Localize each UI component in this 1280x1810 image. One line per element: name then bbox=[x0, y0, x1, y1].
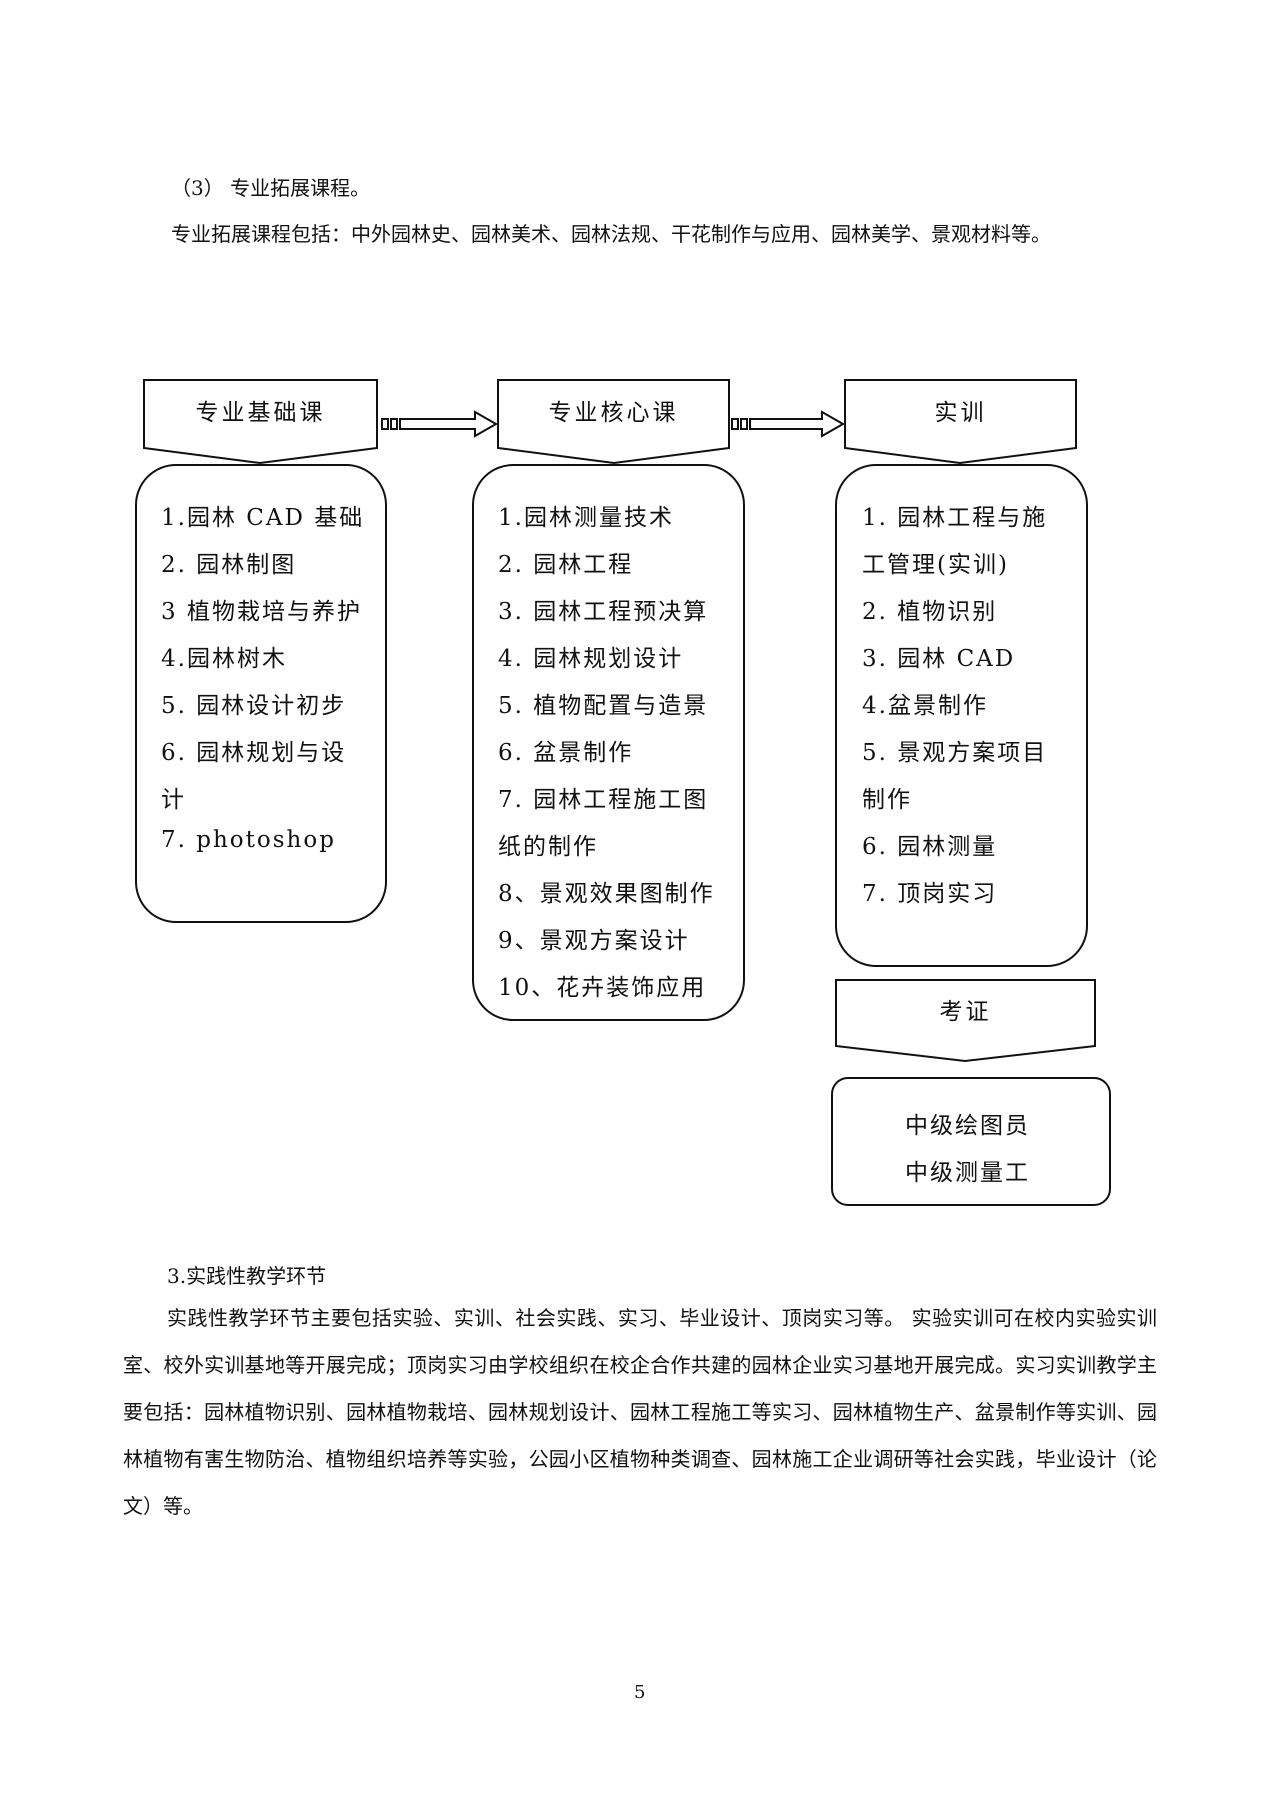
core-item: 2. 园林工程 bbox=[498, 552, 634, 578]
core-item: 1.园林测量技术 bbox=[498, 505, 674, 531]
section-text: 专业拓展课程包括：中外园林史、园林美术、园林法规、干花制作与应用、园林美学、景观… bbox=[171, 222, 1051, 246]
foundation-item: 6. 园林规划与设 bbox=[161, 740, 347, 766]
core-item: 5. 植物配置与造景 bbox=[498, 693, 709, 719]
foundation-item: 2. 园林制图 bbox=[161, 552, 297, 578]
core-header-shape bbox=[497, 379, 730, 465]
training-item: 工管理(实训) bbox=[862, 552, 1009, 578]
core-box bbox=[472, 464, 745, 1021]
core-item: 9、景观方案设计 bbox=[498, 928, 690, 954]
practice-text: 实践性教学环节主要包括实验、实训、社会实践、实习、毕业设计、顶岗实习等。 实验实… bbox=[123, 1306, 1157, 1518]
training-item: 7. 顶岗实习 bbox=[862, 881, 998, 907]
foundation-item: 4.园林树木 bbox=[161, 646, 287, 672]
practice-heading: 3.实践性教学环节 bbox=[167, 1264, 327, 1288]
training-item: 5. 景观方案项目 bbox=[862, 740, 1048, 766]
core-item: 6. 盆景制作 bbox=[498, 740, 634, 766]
core-item: 7. 园林工程施工图 bbox=[498, 787, 709, 813]
core-item: 8、景观效果图制作 bbox=[498, 881, 715, 907]
foundation-item: 1.园林 CAD 基础 bbox=[161, 505, 365, 531]
training-item: 2. 植物识别 bbox=[862, 599, 998, 625]
arrow-1 bbox=[381, 410, 499, 438]
training-item: 1. 园林工程与施 bbox=[862, 505, 1048, 531]
training-title: 实训 bbox=[934, 400, 987, 426]
training-item: 4.盆景制作 bbox=[862, 693, 988, 719]
training-item: 6. 园林测量 bbox=[862, 834, 998, 860]
flow-diagram-shapes bbox=[135, 379, 1111, 1206]
page-number: 5 bbox=[634, 1682, 646, 1703]
cert-header-shape bbox=[835, 979, 1096, 1063]
certification-item: 中级绘图员 bbox=[905, 1113, 1030, 1139]
core-item: 10、花卉装饰应用 bbox=[498, 975, 707, 1001]
arrow-2 bbox=[731, 410, 846, 438]
training-item: 制作 bbox=[862, 787, 912, 813]
foundation-item: 计 bbox=[161, 787, 186, 813]
training-box bbox=[835, 464, 1088, 967]
core-item: 3. 园林工程预决算 bbox=[498, 599, 709, 625]
section-heading: （3） 专业拓展课程。 bbox=[171, 176, 371, 200]
foundation-item: 3 植物栽培与养护 bbox=[161, 599, 362, 625]
cert-box bbox=[831, 1077, 1111, 1206]
core-item: 4. 园林规划设计 bbox=[498, 646, 684, 672]
foundation-box bbox=[135, 464, 387, 923]
core-title: 专业核心课 bbox=[548, 400, 679, 426]
foundation-title: 专业基础课 bbox=[195, 400, 326, 426]
foundation-item: 5. 园林设计初步 bbox=[161, 693, 347, 719]
training-header-shape bbox=[844, 379, 1077, 465]
cert-title: 考证 bbox=[939, 999, 992, 1025]
foundation-header-shape bbox=[143, 379, 378, 465]
foundation-item: 7. photoshop bbox=[161, 827, 336, 853]
core-item: 纸的制作 bbox=[498, 834, 598, 860]
training-item: 3. 园林 CAD bbox=[862, 646, 1016, 672]
certification-item: 中级测量工 bbox=[905, 1160, 1030, 1186]
